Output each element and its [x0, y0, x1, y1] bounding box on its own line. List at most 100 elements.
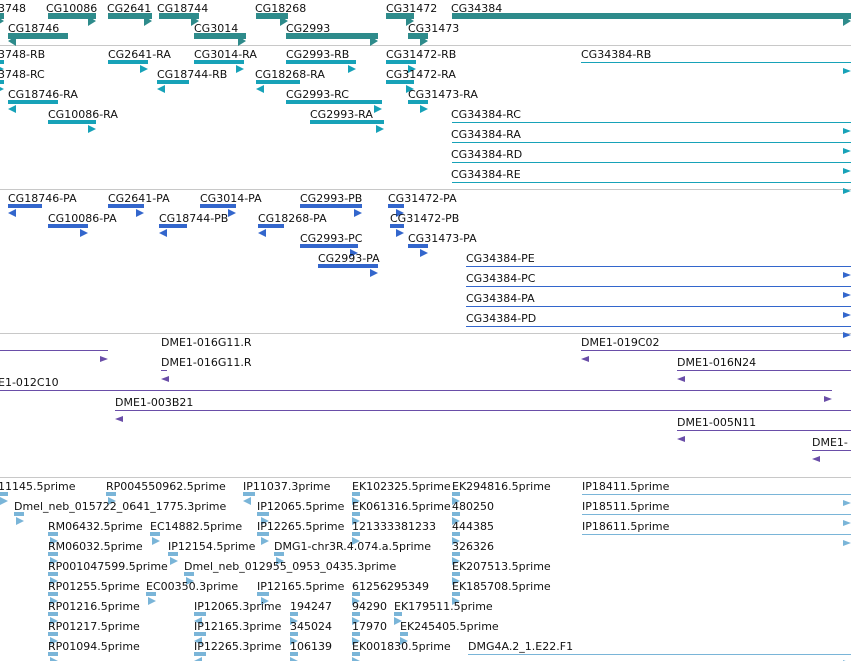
feature-label[interactable]: 17970: [352, 620, 387, 633]
feature-glyph[interactable]: [386, 80, 414, 93]
feature-glyph[interactable]: [466, 285, 851, 298]
feature-glyph[interactable]: [352, 592, 360, 605]
feature-glyph[interactable]: [48, 13, 96, 26]
feature-label[interactable]: 444385: [452, 520, 494, 533]
feature-label[interactable]: CG3014-RA: [194, 48, 257, 61]
feature-glyph[interactable]: [48, 592, 58, 605]
feature-glyph[interactable]: [408, 100, 428, 113]
feature-label[interactable]: IP12165.3prime: [194, 620, 282, 633]
feature-label[interactable]: CG31473-PA: [408, 232, 477, 245]
feature-glyph[interactable]: [258, 224, 284, 237]
feature-glyph[interactable]: [394, 612, 402, 625]
feature-glyph[interactable]: [200, 204, 236, 217]
feature-glyph[interactable]: [168, 552, 178, 565]
feature-label[interactable]: IP18411.5prime: [582, 480, 670, 493]
feature-label[interactable]: 11145.5prime: [0, 480, 76, 493]
feature-glyph[interactable]: [677, 429, 851, 442]
feature-label[interactable]: IP18511.5prime: [582, 500, 670, 513]
feature-label[interactable]: DME1-016G11.R: [161, 336, 252, 349]
feature-label[interactable]: CG31472: [386, 2, 438, 15]
track-divider[interactable]: [0, 477, 851, 478]
feature-label[interactable]: IP12154.5prime: [168, 540, 256, 553]
feature-glyph[interactable]: [582, 533, 851, 546]
track-divider[interactable]: [0, 45, 851, 46]
feature-glyph[interactable]: [48, 572, 58, 585]
feature-glyph[interactable]: [408, 244, 428, 257]
feature-label[interactable]: CG34384-RA: [451, 128, 521, 141]
feature-glyph[interactable]: [452, 572, 460, 585]
feature-label[interactable]: RP001047599.5prime: [48, 560, 168, 573]
feature-label[interactable]: CG18744: [157, 2, 209, 15]
feature-glyph[interactable]: [157, 80, 189, 93]
feature-glyph[interactable]: [812, 449, 851, 462]
feature-label[interactable]: CG18744-RB: [157, 68, 228, 81]
feature-glyph[interactable]: [48, 224, 88, 237]
feature-label[interactable]: CG3014: [194, 22, 239, 35]
feature-label[interactable]: IP12265.3prime: [194, 640, 282, 653]
feature-label[interactable]: CG34384-PC: [466, 272, 536, 285]
feature-glyph[interactable]: [390, 224, 404, 237]
feature-glyph[interactable]: [290, 652, 298, 661]
feature-glyph[interactable]: [194, 612, 206, 625]
feature-glyph[interactable]: [0, 80, 4, 91]
feature-label[interactable]: IP11037.3prime: [243, 480, 331, 493]
feature-label[interactable]: CG2993-RA: [310, 108, 373, 121]
feature-label[interactable]: 3748-RC: [0, 68, 45, 81]
feature-label[interactable]: EK102325.5prime: [352, 480, 451, 493]
feature-glyph[interactable]: [286, 100, 382, 113]
feature-label[interactable]: CG31472-PA: [388, 192, 457, 205]
feature-glyph[interactable]: [400, 632, 408, 645]
feature-label[interactable]: 480250: [452, 500, 494, 513]
feature-glyph[interactable]: [352, 492, 360, 505]
feature-glyph[interactable]: [581, 61, 851, 74]
feature-glyph[interactable]: [386, 13, 414, 26]
feature-glyph[interactable]: [581, 349, 851, 362]
feature-label[interactable]: 3748: [0, 2, 26, 15]
feature-label[interactable]: 121333381233: [352, 520, 436, 533]
feature-glyph[interactable]: [0, 13, 4, 24]
feature-glyph[interactable]: [108, 13, 152, 26]
feature-glyph[interactable]: [150, 532, 160, 545]
feature-label[interactable]: CG34384-RB: [581, 48, 652, 61]
feature-label[interactable]: EC00350.3prime: [146, 580, 239, 593]
feature-glyph[interactable]: [108, 204, 144, 217]
feature-glyph[interactable]: [8, 33, 68, 46]
feature-label[interactable]: CG2993-RB: [286, 48, 350, 61]
feature-glyph[interactable]: [352, 652, 360, 661]
feature-glyph[interactable]: [257, 512, 269, 525]
feature-label[interactable]: CG31472-PB: [390, 212, 460, 225]
feature-glyph[interactable]: [194, 33, 246, 46]
feature-label[interactable]: IP12265.5prime: [257, 520, 345, 533]
feature-glyph[interactable]: [159, 224, 187, 237]
feature-label[interactable]: CG18744-PB: [159, 212, 229, 225]
feature-label[interactable]: CG34384-PE: [466, 252, 535, 265]
feature-label[interactable]: RP01216.5prime: [48, 600, 140, 613]
feature-glyph[interactable]: [146, 592, 156, 605]
feature-glyph[interactable]: [352, 612, 360, 625]
feature-label[interactable]: CG2993: [286, 22, 331, 35]
feature-label[interactable]: CG31472-RA: [386, 68, 456, 81]
feature-label[interactable]: EK294816.5prime: [452, 480, 551, 493]
feature-label[interactable]: DME1-003B21: [115, 396, 194, 409]
feature-glyph[interactable]: [452, 512, 460, 525]
feature-glyph[interactable]: [0, 389, 832, 402]
feature-label[interactable]: IP12165.5prime: [257, 580, 345, 593]
feature-glyph[interactable]: [310, 120, 384, 133]
feature-glyph[interactable]: [386, 60, 416, 73]
feature-glyph[interactable]: [194, 60, 244, 73]
feature-glyph[interactable]: [48, 552, 58, 565]
feature-glyph[interactable]: [677, 369, 851, 382]
feature-glyph[interactable]: [452, 552, 460, 565]
feature-label[interactable]: CG10086: [46, 2, 98, 15]
feature-label[interactable]: IP18611.5prime: [582, 520, 670, 533]
feature-label[interactable]: RP01217.5prime: [48, 620, 140, 633]
feature-label[interactable]: CG2641-RA: [108, 48, 171, 61]
feature-glyph[interactable]: [408, 33, 428, 46]
feature-label[interactable]: EK061316.5prime: [352, 500, 451, 513]
feature-label[interactable]: CG34384-RE: [451, 168, 521, 181]
feature-label[interactable]: CG2641-PA: [108, 192, 170, 205]
feature-glyph[interactable]: [159, 13, 199, 26]
feature-label[interactable]: EC14882.5prime: [150, 520, 243, 533]
feature-glyph[interactable]: [274, 552, 284, 565]
